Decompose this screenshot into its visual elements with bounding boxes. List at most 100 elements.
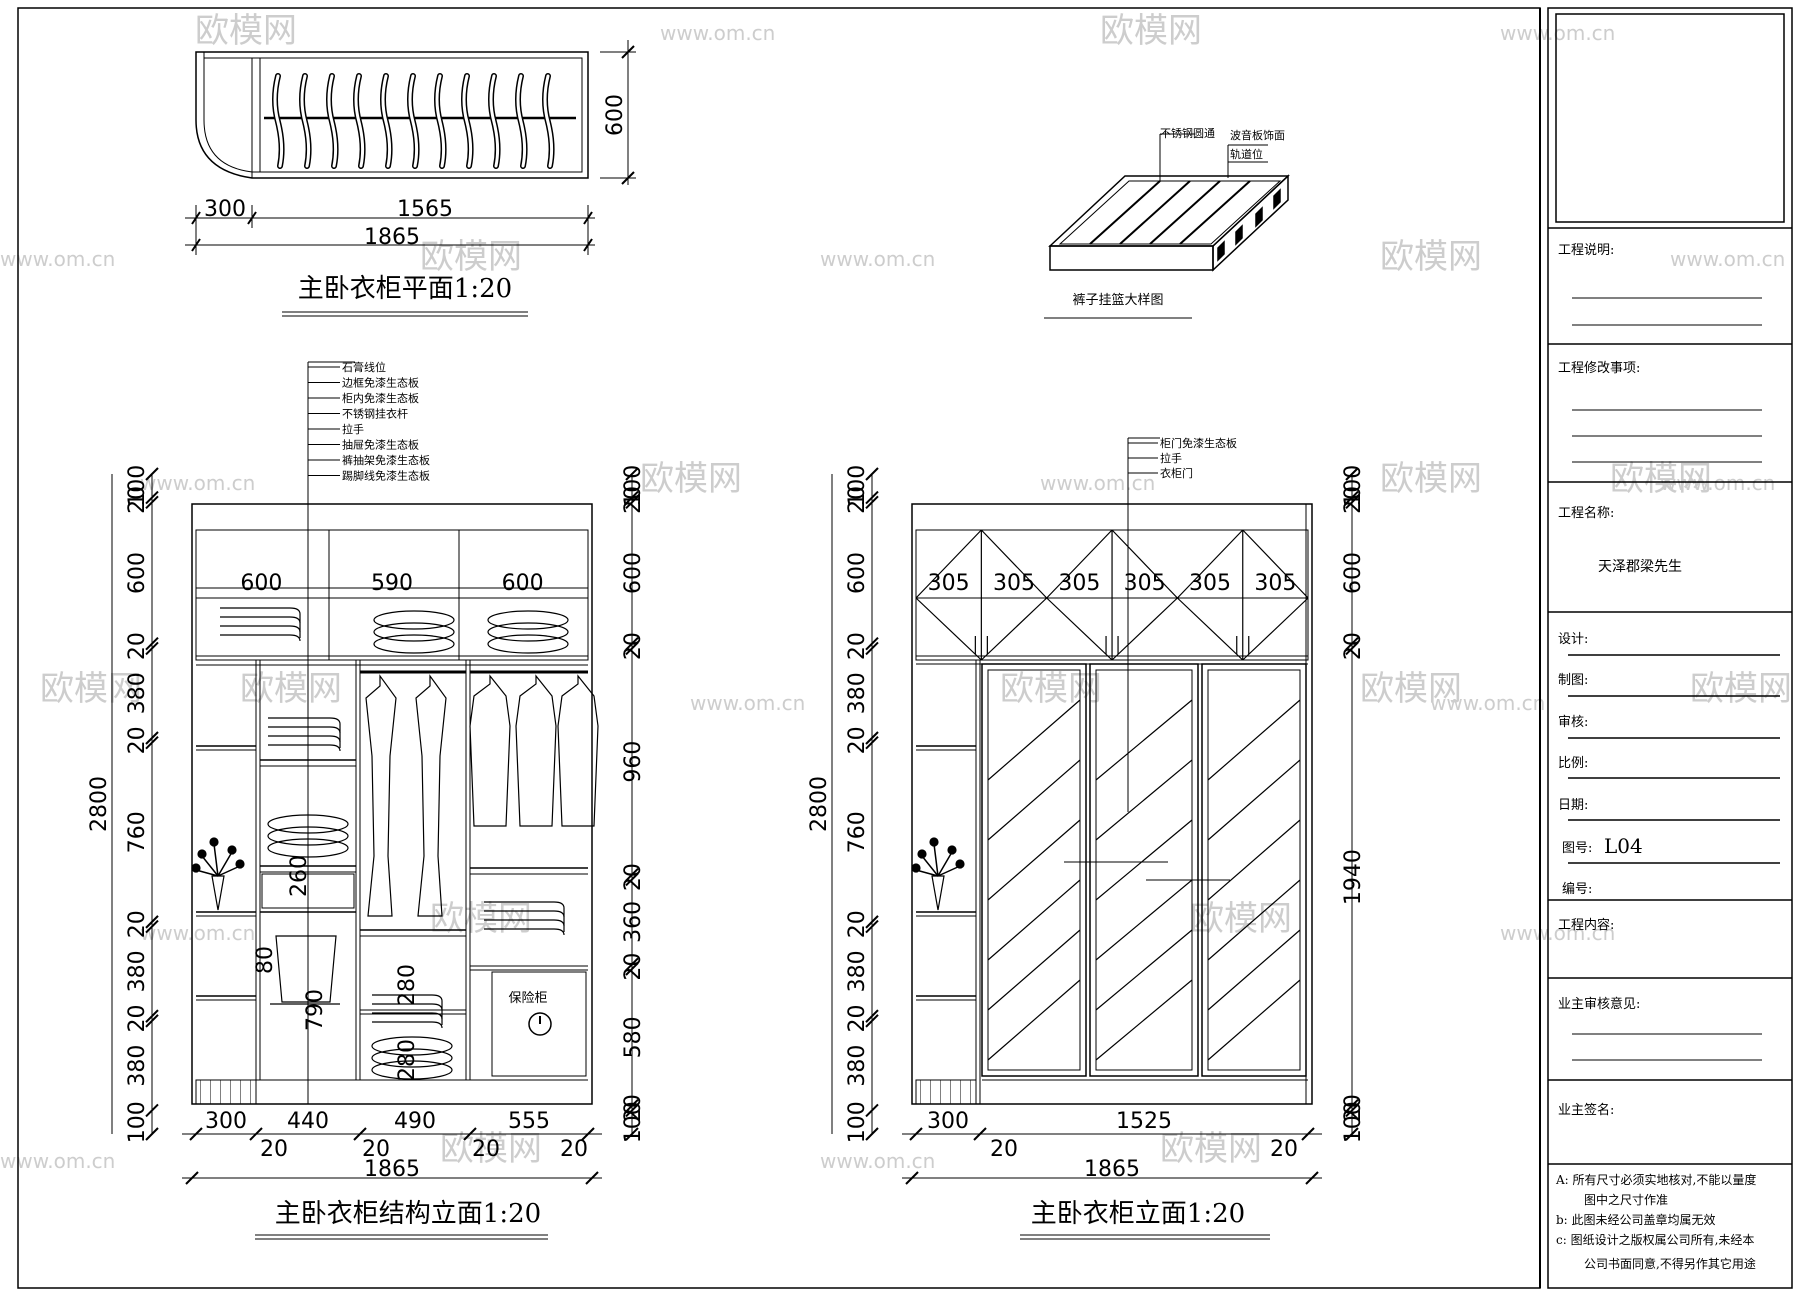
watermark-brand: 欧模网	[195, 11, 297, 51]
dim-tick	[145, 1127, 159, 1141]
dim-tick	[625, 495, 639, 509]
dim-tick	[145, 467, 159, 481]
front-callout-label: 拉手	[1160, 451, 1182, 465]
dim-tick	[905, 1171, 919, 1185]
detail-label-board: 波音板饰面	[1230, 128, 1285, 142]
plan-hanger-icon	[435, 74, 446, 168]
dim-tick	[909, 1127, 923, 1141]
tb-owner-sign-label: 业主签名:	[1558, 1102, 1614, 1118]
folded-clothes-icon	[220, 625, 301, 633]
puffy-clothes-icon	[267, 838, 349, 858]
tb-content-label: 工程内容:	[1558, 917, 1614, 933]
dim-tick	[189, 1127, 203, 1141]
structure-elevation	[191, 361, 593, 1105]
tb-date-label: 日期:	[1558, 798, 1588, 813]
tb-drawing-no-label: 图号:	[1562, 841, 1592, 856]
plan-dim-main: 1565	[397, 197, 453, 222]
dim-chain-label: 360	[621, 901, 646, 943]
dim-chain-label: 380	[125, 950, 150, 992]
plant-leaf-icon	[197, 849, 207, 859]
structure-callout-label: 裤抽架免漆生态板	[342, 453, 430, 467]
front-top-width-label: 305	[1124, 571, 1166, 596]
dim-tick	[145, 1014, 159, 1028]
plant-icon	[915, 843, 961, 877]
structure-callout-label: 石膏线位	[342, 360, 386, 374]
folded-clothes-icon	[484, 928, 565, 936]
dim-tick	[865, 915, 879, 929]
tb-project-name-label: 工程名称:	[1558, 505, 1614, 521]
structure-top-width-label: 600	[502, 571, 544, 596]
plant-leaf-icon	[929, 837, 939, 847]
front-top-width-label: 305	[1254, 571, 1296, 596]
front-dimensions: 1002060020380207602038020380100100206002…	[807, 465, 1366, 1185]
dim-tick	[865, 731, 879, 745]
mirror-diagonal	[1207, 979, 1301, 1061]
mirror-diagonal	[1207, 879, 1301, 961]
hanging-shirt-icon	[469, 674, 511, 827]
plan-dim-depth: 600	[603, 94, 628, 136]
tb-note-4: c: 图纸设计之版权属公司所有,未经本	[1556, 1233, 1754, 1247]
dim-tick	[1345, 1127, 1359, 1141]
dim-tick	[1345, 1099, 1359, 1113]
inner-dim-label: 280	[395, 964, 420, 1006]
dim-tick	[625, 637, 639, 651]
plan-hanger-icon	[300, 74, 311, 168]
dim-chain-label: 100	[845, 465, 870, 507]
dim-tick	[865, 736, 879, 750]
dim-gap-label: 20	[362, 1137, 390, 1162]
dim-chain-label: 760	[845, 811, 870, 853]
puffy-clothes-icon	[487, 634, 569, 654]
dim-tick	[145, 490, 159, 505]
plan-hanger-icon	[354, 74, 365, 168]
plant-leaf-icon	[955, 859, 965, 869]
structure-contents	[191, 607, 599, 1080]
plan-hanger-icon	[516, 74, 527, 168]
mirror-diagonal	[1095, 699, 1193, 781]
plant-leaf-icon	[911, 863, 921, 873]
dim-tick	[1345, 637, 1359, 651]
dim-tick	[625, 957, 639, 971]
tb-note-1: A: 所有尺寸必须实地核对,不能以量度	[1555, 1172, 1756, 1187]
watermark-url: www.om.cn	[140, 471, 255, 495]
watermark-brand: 欧模网	[640, 459, 742, 499]
mirror-diagonal	[1095, 759, 1193, 841]
structure-callout-label: 踢脚线免漆生态板	[342, 469, 430, 483]
dim-tick	[1345, 490, 1359, 505]
dim-tick	[145, 641, 159, 656]
dim-bottom-label: 1525	[1116, 1109, 1172, 1134]
mirror-diagonal	[1095, 929, 1193, 1011]
folded-clothes-icon	[220, 634, 301, 642]
front-callout-label: 柜门免漆生态板	[1160, 436, 1237, 450]
dim-tick	[1345, 495, 1359, 509]
handle-icon	[974, 636, 988, 654]
mirror-diagonal	[1095, 979, 1193, 1061]
folded-clothes-icon	[372, 994, 443, 1002]
watermark-brand: 欧模网	[1360, 669, 1462, 709]
puffy-clothes-icon	[487, 622, 569, 642]
dim-tick	[145, 915, 159, 929]
mirror-diagonal	[1207, 699, 1301, 781]
watermark-url: www.om.cn	[1040, 471, 1155, 495]
puffy-clothes-icon	[373, 622, 455, 642]
watermark-brand: 欧模网	[1160, 1129, 1262, 1169]
dim-tick	[865, 641, 879, 656]
folded-clothes-icon	[220, 616, 301, 624]
dim-tick	[865, 637, 879, 651]
dim-chain-label: 380	[125, 672, 150, 714]
dim-total-width: 1865	[1084, 1157, 1140, 1182]
dim-tick	[625, 962, 639, 976]
structure-callout-label: 抽屉免漆生态板	[342, 438, 419, 452]
dim-tick	[145, 1103, 159, 1118]
dim-tick	[625, 868, 639, 882]
mirror-diagonal	[987, 759, 1081, 841]
watermark-brand: 欧模网	[1690, 669, 1792, 709]
watermark-url: www.om.cn	[0, 247, 115, 271]
mirror-diagonal	[1207, 929, 1301, 1011]
door-lattice-line	[1242, 597, 1309, 661]
watermark-url: www.om.cn	[660, 21, 775, 45]
structure-callout-label: 不锈钢挂衣杆	[342, 407, 408, 421]
dim-chain-label: 100	[125, 465, 150, 507]
mirror-diagonal	[1095, 819, 1193, 901]
watermark-brand: 欧模网	[1190, 899, 1292, 939]
